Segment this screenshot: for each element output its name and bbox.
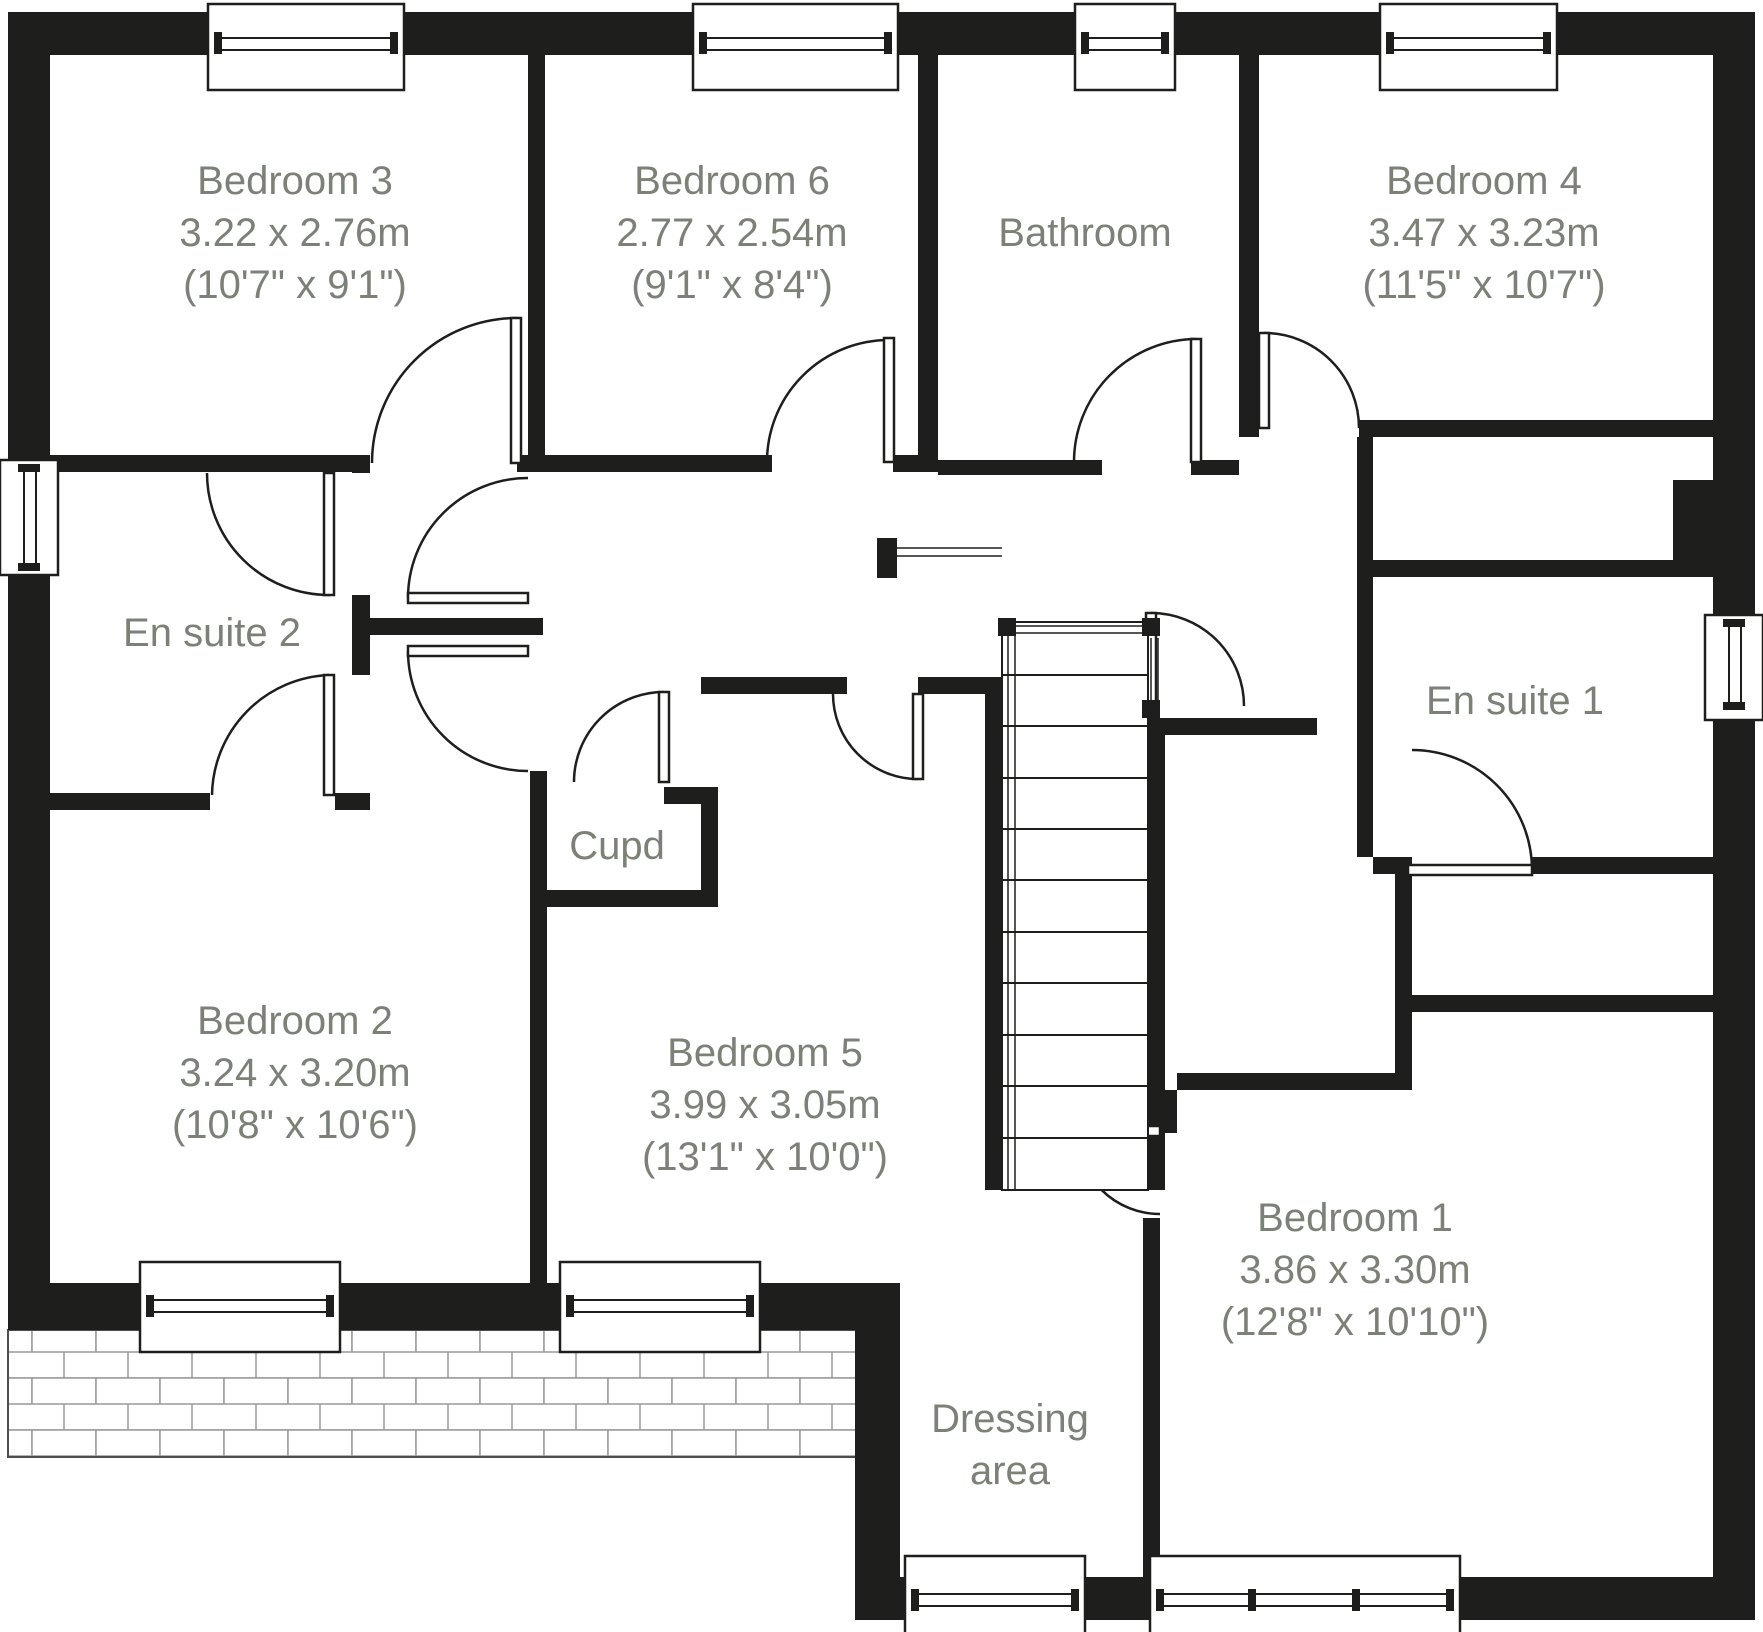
staircase xyxy=(897,547,1160,1191)
wall-bed3-jamb xyxy=(517,455,545,472)
wall-bed5-top-b xyxy=(918,677,1002,694)
wall-landing-spine xyxy=(370,618,543,635)
wall-ensuite1-top xyxy=(1373,560,1713,577)
door-landing-upper xyxy=(406,476,530,605)
wall-bed4-bottom xyxy=(1359,420,1713,437)
label-ensuite1: En suite 1 xyxy=(1426,679,1604,723)
stair-balustrade xyxy=(897,547,1160,718)
label-bedroom4-imperial: (11'5" x 10'7") xyxy=(1362,263,1605,307)
door-corridor xyxy=(1144,611,1246,708)
wall-stairs-left xyxy=(985,677,1002,1190)
label-bedroom3-metric: 3.22 x 2.76m xyxy=(179,211,410,255)
wall-bed1-door-jamb xyxy=(1160,1090,1177,1133)
label-bedroom6-metric: 2.77 x 2.54m xyxy=(616,211,847,255)
wall-bed1-top-left xyxy=(1177,1073,1410,1090)
label-ensuite2: En suite 2 xyxy=(123,611,301,655)
wall-bed1-connector xyxy=(1395,874,1412,1090)
label-bedroom2-name: Bedroom 2 xyxy=(197,999,393,1043)
wall-bath-bottom-a xyxy=(938,460,1102,475)
wall-dressing-bed1 xyxy=(1143,1218,1160,1577)
window-bedroom-3 xyxy=(206,2,406,92)
label-bedroom2-imperial: (10'8" x 10'6") xyxy=(172,1103,418,1147)
window-bedroom-2 xyxy=(138,1260,342,1354)
window-dressing-area xyxy=(903,1554,1087,1632)
label-bedroom1-name: Bedroom 1 xyxy=(1257,1196,1453,1240)
wall-stairs-right xyxy=(1148,718,1165,1190)
label-bedroom5-name: Bedroom 5 xyxy=(667,1031,863,1075)
wall-dressing-left xyxy=(855,1320,900,1620)
wall-left xyxy=(8,12,50,1330)
wall-ensuite2-right-a xyxy=(352,455,370,473)
stair-treads xyxy=(1002,674,1148,1139)
window-bedroom-6 xyxy=(691,2,900,92)
room-labels: Bedroom 3 3.22 x 2.76m (10'7" x 9'1") Be… xyxy=(123,159,1605,1493)
door-en-suite-2-upper xyxy=(205,471,336,597)
label-bedroom4-metric: 3.47 x 3.23m xyxy=(1368,211,1599,255)
wall-right xyxy=(1713,12,1755,1620)
wall-corridor-east xyxy=(1357,437,1373,857)
label-bedroom6-imperial: (9'1" x 8'4") xyxy=(631,263,833,307)
wall-corridor-top xyxy=(1163,718,1317,735)
wall-bed5-top-a xyxy=(701,677,847,694)
label-dressing-line1: Dressing xyxy=(931,1397,1089,1441)
label-bathroom: Bathroom xyxy=(998,211,1171,255)
wall-bed1-top-right xyxy=(1410,995,1713,1012)
door-bedroom-6 xyxy=(765,336,896,464)
wall-ensuite1-bottom-jamb xyxy=(1373,857,1412,874)
label-bedroom2-metric: 3.24 x 3.20m xyxy=(179,1051,410,1095)
label-bedroom5-metric: 3.99 x 3.05m xyxy=(649,1083,880,1127)
door-bedroom-5 xyxy=(831,692,925,781)
wall-bath-bottom-b xyxy=(1191,460,1239,475)
wall-ensuite2-bottom-a xyxy=(50,793,210,810)
wall-bed6-bottom-jamb xyxy=(893,455,938,472)
wall-landing-stub xyxy=(877,538,897,578)
label-bedroom1-metric: 3.86 x 3.30m xyxy=(1239,1248,1470,1292)
door-bedroom-3 xyxy=(370,316,523,465)
window-en-suite-2 xyxy=(0,458,60,577)
newel-post xyxy=(1142,700,1160,718)
label-bedroom6-name: Bedroom 6 xyxy=(634,159,830,203)
label-dressing-line2: area xyxy=(970,1449,1051,1493)
wall-bed6-bottom xyxy=(545,455,772,472)
door-en-suite-2-lower xyxy=(210,673,336,797)
label-bedroom4-name: Bedroom 4 xyxy=(1386,159,1582,203)
window-en-suite-1 xyxy=(1703,613,1763,722)
window-bathroom xyxy=(1073,2,1177,92)
wall-ensuite2-right-b xyxy=(352,595,370,675)
label-bedroom5-imperial: (13'1" x 10'0") xyxy=(642,1135,888,1179)
label-cupd: Cupd xyxy=(569,824,665,868)
window-bedroom-4 xyxy=(1378,2,1559,92)
wall-bed6-bath xyxy=(918,55,938,460)
newel-post xyxy=(998,618,1016,636)
door-cupd xyxy=(572,690,671,784)
window-bedroom-1 xyxy=(1148,1554,1462,1632)
door-landing-lower xyxy=(406,644,530,773)
window-bedroom-5 xyxy=(558,1260,762,1354)
wall-cupd-bottom xyxy=(530,890,718,907)
stair-stringer xyxy=(1007,622,1016,1190)
door-en-suite-1 xyxy=(1406,748,1534,877)
interior-walls xyxy=(50,55,1713,1577)
wall-bed3-bed6 xyxy=(528,55,545,472)
label-bedroom3-name: Bedroom 3 xyxy=(197,159,393,203)
newel-post xyxy=(1142,618,1160,636)
door-bathroom xyxy=(1072,337,1203,464)
wall-bed3-bottom xyxy=(50,455,352,472)
wall-bed2-bed5 xyxy=(530,771,547,1283)
wall-ensuite2-bottom-b xyxy=(335,793,370,810)
wall-bath-bed4 xyxy=(1239,55,1259,437)
door-bedroom-4 xyxy=(1257,331,1361,430)
label-bedroom1-imperial: (12'8" x 10'10") xyxy=(1221,1300,1489,1344)
label-bedroom3-imperial: (10'7" x 9'1") xyxy=(183,263,407,307)
wall-cupd-right xyxy=(701,787,718,907)
wall-ensuite1-bottom xyxy=(1532,857,1713,874)
